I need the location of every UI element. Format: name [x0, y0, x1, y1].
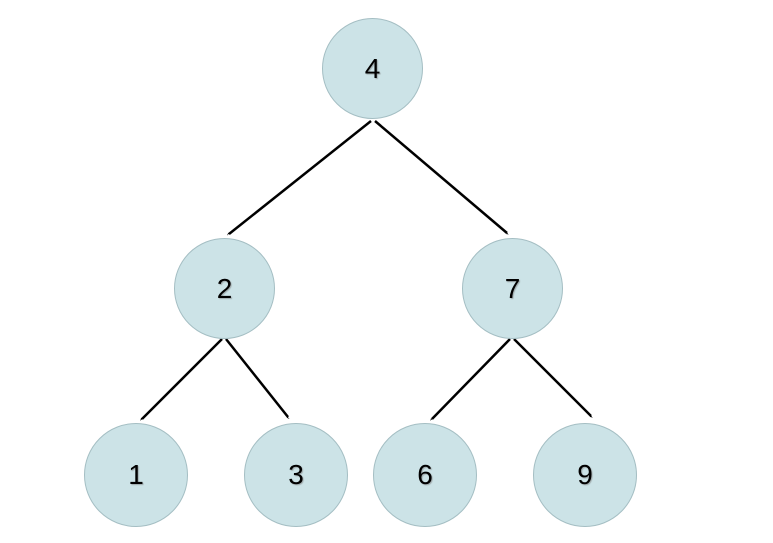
edge-2-3	[225, 338, 288, 417]
node-label: 2	[216, 272, 233, 304]
node-label: 3	[288, 459, 304, 490]
tree-node-root: 4	[322, 18, 423, 119]
node-label: 7	[504, 272, 521, 304]
edge-4-2	[229, 120, 372, 234]
tree-node-left-child: 2	[174, 238, 275, 339]
tree-node-leaf-1: 1	[84, 423, 188, 527]
tree-node-leaf-9: 9	[533, 423, 637, 527]
tree-node-leaf-3: 3	[244, 423, 348, 527]
node-label: 4	[364, 52, 381, 84]
tree-node-right-child: 7	[462, 238, 563, 339]
node-label: 1	[128, 459, 144, 490]
edge-2-1	[142, 338, 223, 419]
tree-node-leaf-6: 6	[373, 423, 477, 527]
edge-7-6	[432, 338, 511, 419]
node-label: 6	[417, 459, 433, 490]
edge-4-7	[374, 120, 507, 233]
node-label: 9	[577, 459, 593, 490]
edge-7-9	[513, 338, 591, 416]
